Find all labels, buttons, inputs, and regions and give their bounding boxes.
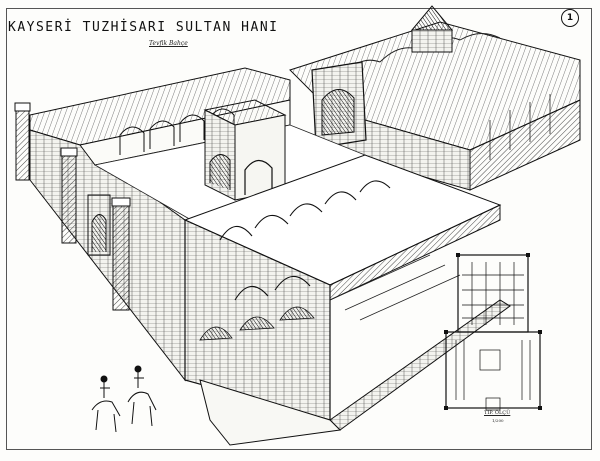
side-portal [87,194,111,256]
author-signature: Tevfik Bahçe [149,40,188,47]
plan-scale-value: 1/200 [492,418,504,423]
ground-plan-inset [444,253,542,411]
riders-figures [91,365,157,433]
sheet-frame [6,8,592,450]
sheet-number: 1 [561,9,579,27]
corner-towers [14,102,131,311]
rear-portal [311,61,367,149]
dome-lantern [410,5,454,53]
plan-scale-label: TIP. ÖLÇÜ [484,410,511,416]
courtyard-pavilion [203,99,287,201]
drawing-title: KAYSERİ TUZHİSARI SULTAN HANI [8,20,279,35]
